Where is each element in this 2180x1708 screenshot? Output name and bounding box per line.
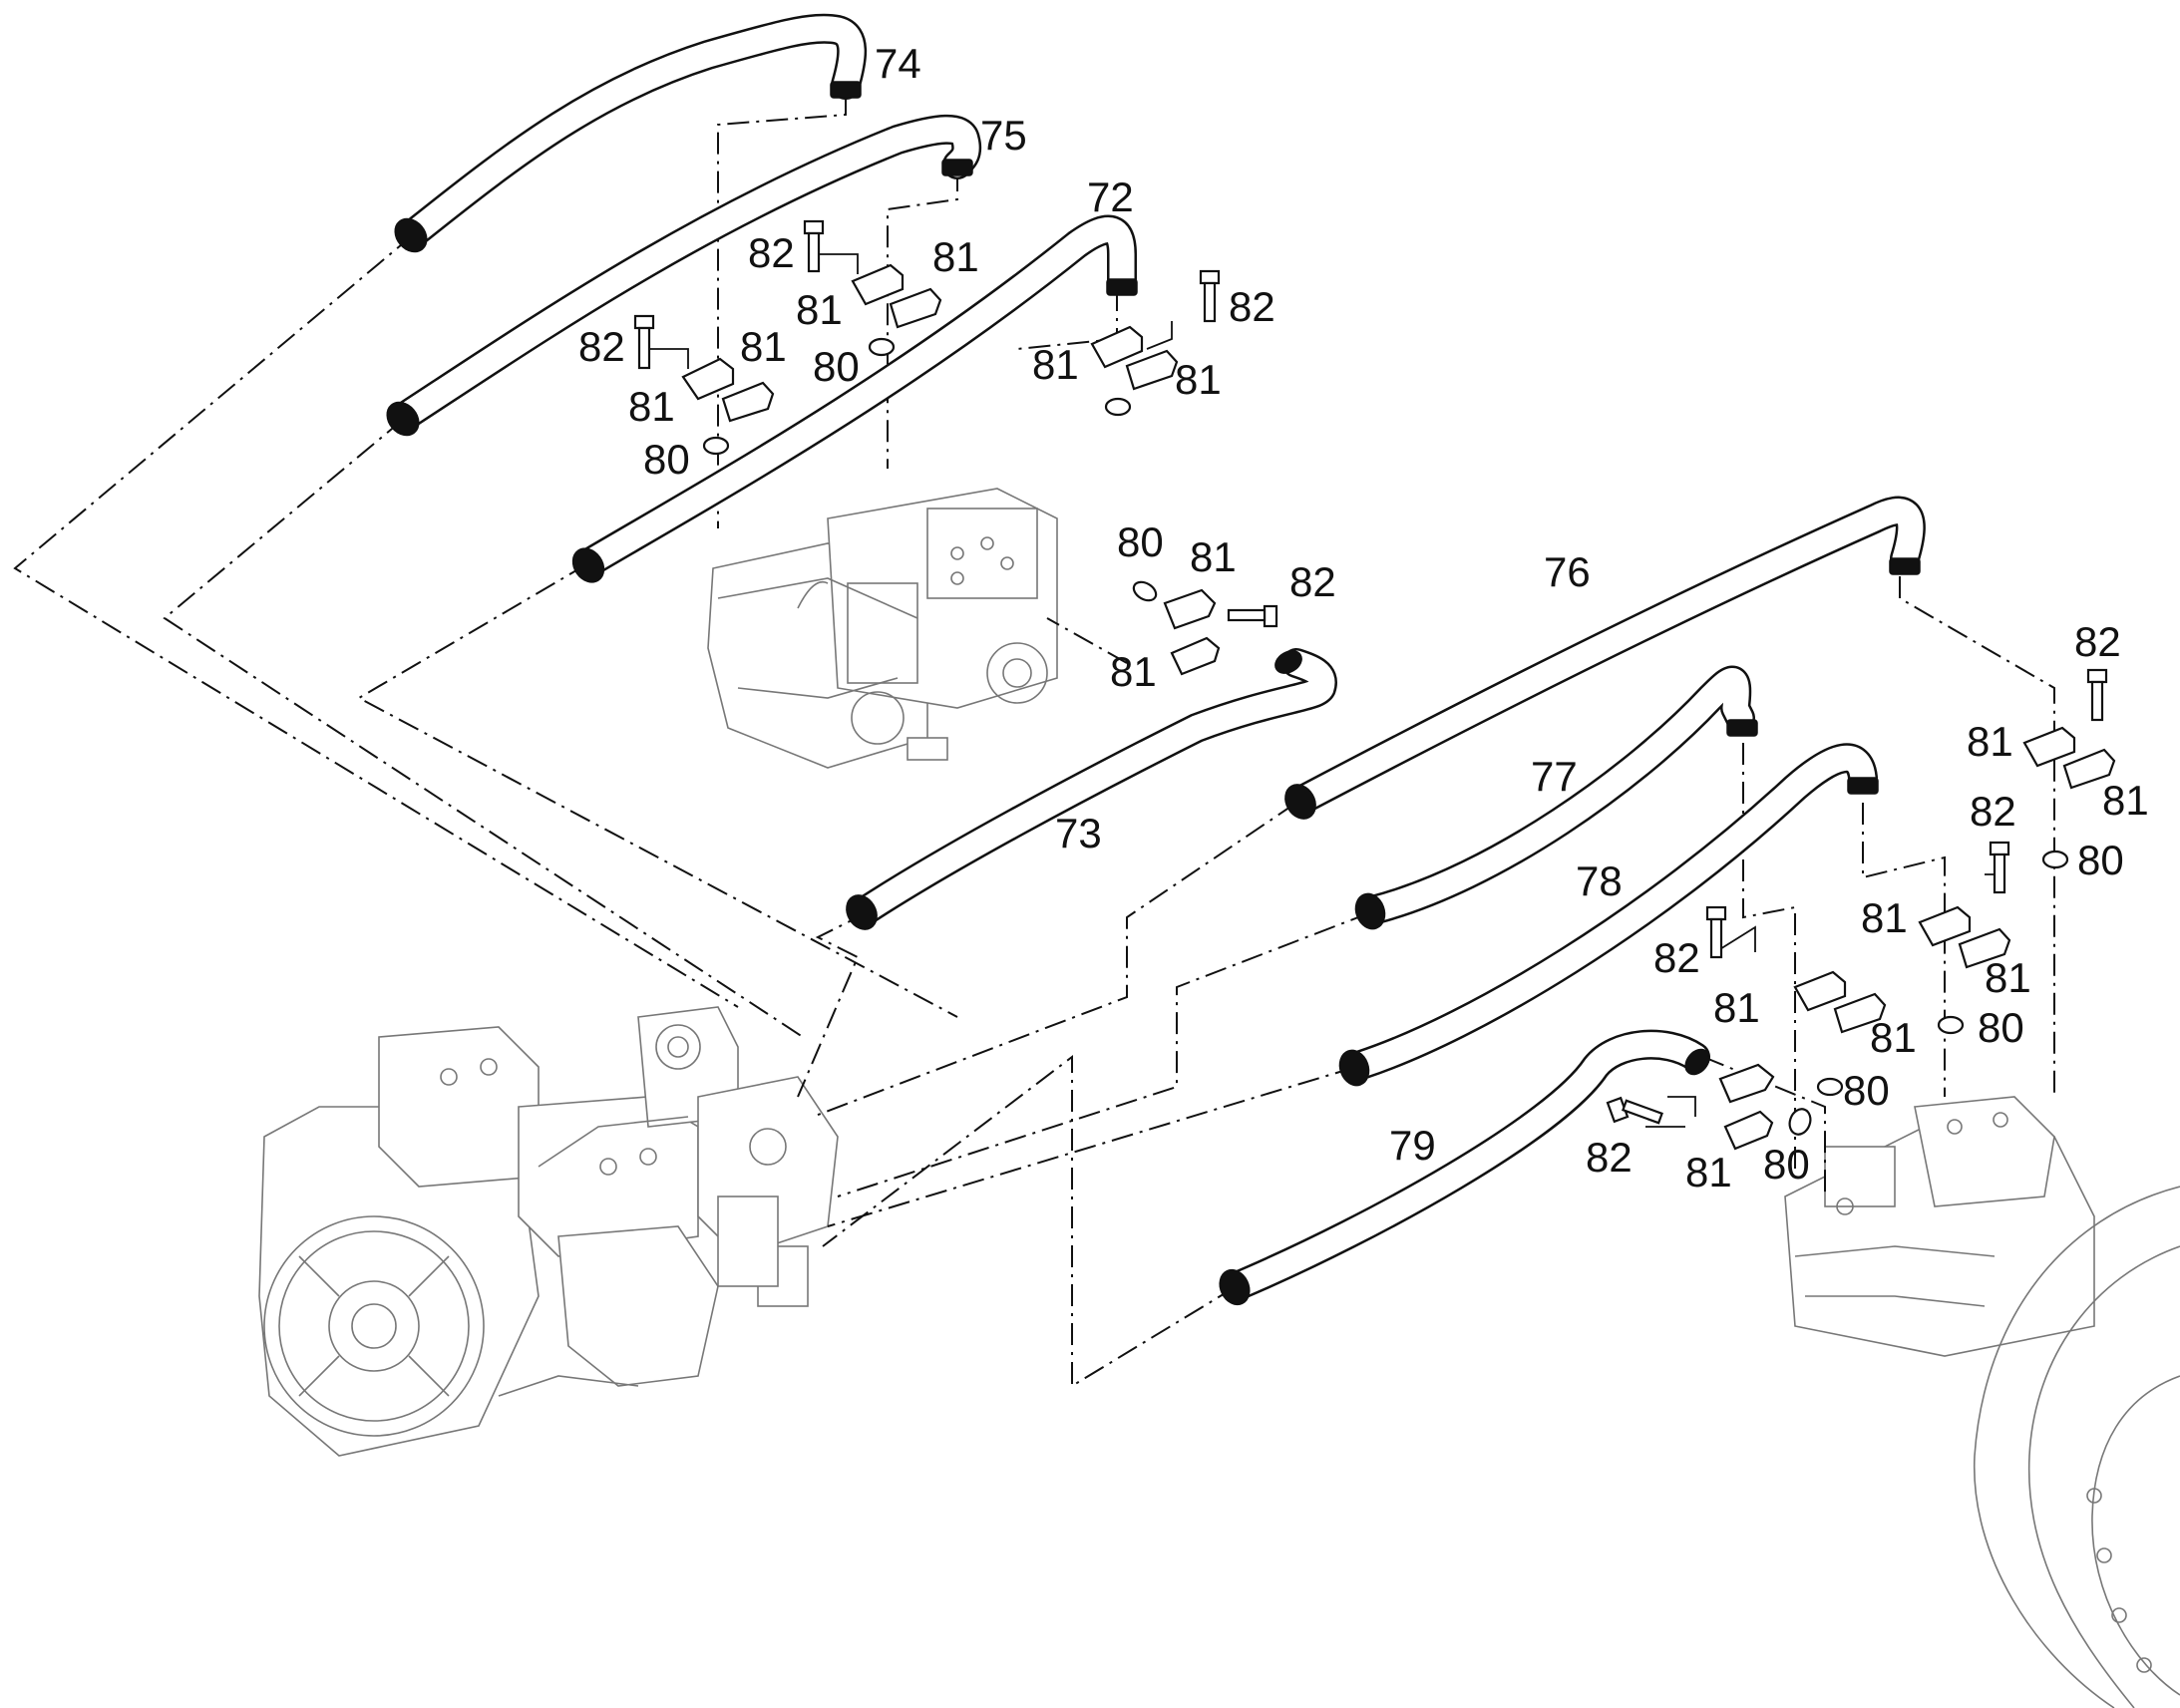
callout-72: 72 — [1087, 173, 1134, 220]
hex-bolt-icon — [1606, 1096, 1663, 1125]
callout-80: 80 — [1763, 1141, 1810, 1188]
callout-81: 81 — [796, 286, 843, 333]
hose-78 — [1338, 743, 1879, 1087]
right-drive-assembly — [1784, 1096, 2180, 1708]
callout-80: 80 — [643, 436, 690, 483]
callout-81: 81 — [628, 383, 675, 430]
hose-73 — [846, 648, 1337, 930]
split-flange-clamp-icon — [1125, 349, 1179, 391]
callout-81: 81 — [1110, 648, 1157, 695]
hex-bolt-icon — [1989, 841, 2010, 894]
callout-82: 82 — [1586, 1134, 1633, 1181]
hose-76 — [1284, 496, 1926, 820]
o-ring-icon — [2041, 850, 2069, 869]
hex-bolt-icon — [803, 219, 825, 273]
callout-81: 81 — [932, 233, 979, 280]
callout-76: 76 — [1544, 548, 1591, 595]
callout-82: 82 — [1653, 934, 1700, 981]
callout-82: 82 — [748, 229, 795, 276]
o-ring-icon — [868, 337, 896, 357]
callout-81: 81 — [1967, 718, 2013, 765]
upper-pump-assembly — [707, 488, 1058, 769]
callout-81: 81 — [1985, 954, 2031, 1001]
split-flange-clamp-icon — [1718, 1063, 1775, 1104]
split-flange-clamp-icon — [889, 287, 942, 329]
callout-80: 80 — [2077, 837, 2124, 883]
hex-bolt-icon — [1227, 604, 1278, 628]
left-transmission-assembly — [258, 1006, 839, 1457]
fittings — [633, 219, 2116, 1151]
hose-74 — [394, 13, 868, 253]
callout-80: 80 — [813, 343, 860, 390]
o-ring-icon — [1816, 1077, 1844, 1097]
callout-81: 81 — [1175, 356, 1222, 403]
callout-labels: 74 75 72 73 76 77 78 79 82 81 81 80 82 8… — [578, 40, 2149, 1196]
callout-81: 81 — [1713, 984, 1760, 1031]
callout-82: 82 — [1229, 283, 1275, 330]
callout-74: 74 — [875, 40, 921, 87]
hex-bolt-icon — [1705, 905, 1727, 959]
split-flange-clamp-icon — [1163, 588, 1217, 630]
callout-81: 81 — [1685, 1149, 1732, 1196]
hose-77 — [1354, 665, 1758, 930]
callout-80: 80 — [1843, 1067, 1890, 1114]
callout-81: 81 — [740, 323, 787, 370]
split-flange-clamp-icon — [2022, 726, 2076, 768]
callout-81: 81 — [2102, 777, 2149, 824]
hose-72 — [571, 214, 1138, 583]
split-flange-clamp-icon — [1958, 927, 2011, 969]
callout-81: 81 — [1861, 894, 1908, 941]
o-ring-icon — [1104, 397, 1132, 417]
hex-bolt-icon — [2086, 668, 2108, 722]
callout-73: 73 — [1055, 810, 1102, 856]
hex-bolt-icon — [1199, 269, 1221, 323]
callout-75: 75 — [980, 112, 1027, 159]
callout-78: 78 — [1576, 857, 1623, 904]
callout-80: 80 — [1117, 518, 1164, 565]
callout-82: 82 — [2074, 618, 2121, 665]
split-flange-clamp-icon — [1918, 905, 1972, 947]
split-flange-clamp-icon — [681, 357, 735, 401]
split-flange-clamp-icon — [1723, 1110, 1774, 1151]
split-flange-clamp-icon — [1793, 970, 1847, 1012]
o-ring-icon — [1788, 1108, 1812, 1136]
callout-80: 80 — [1978, 1004, 2024, 1051]
callout-82: 82 — [1970, 788, 2016, 835]
hex-bolt-icon — [633, 314, 655, 370]
callout-81: 81 — [1870, 1014, 1917, 1061]
split-flange-clamp-icon — [1833, 992, 1887, 1034]
callout-82: 82 — [1289, 558, 1336, 605]
o-ring-icon — [1937, 1015, 1965, 1035]
callout-82: 82 — [578, 323, 625, 370]
split-flange-clamp-icon — [1170, 636, 1221, 676]
callout-81: 81 — [1190, 533, 1237, 580]
hose-75 — [386, 114, 982, 437]
o-ring-icon — [1132, 580, 1158, 602]
split-flange-clamp-icon — [851, 263, 905, 306]
hose-79 — [1219, 1029, 1710, 1306]
callout-77: 77 — [1531, 753, 1578, 800]
split-flange-clamp-icon — [2062, 748, 2116, 790]
callout-79: 79 — [1389, 1122, 1436, 1169]
callout-81: 81 — [1032, 341, 1079, 388]
split-flange-clamp-icon — [721, 381, 775, 423]
o-ring-icon — [702, 436, 730, 456]
split-flange-clamp-icon — [1090, 325, 1144, 369]
